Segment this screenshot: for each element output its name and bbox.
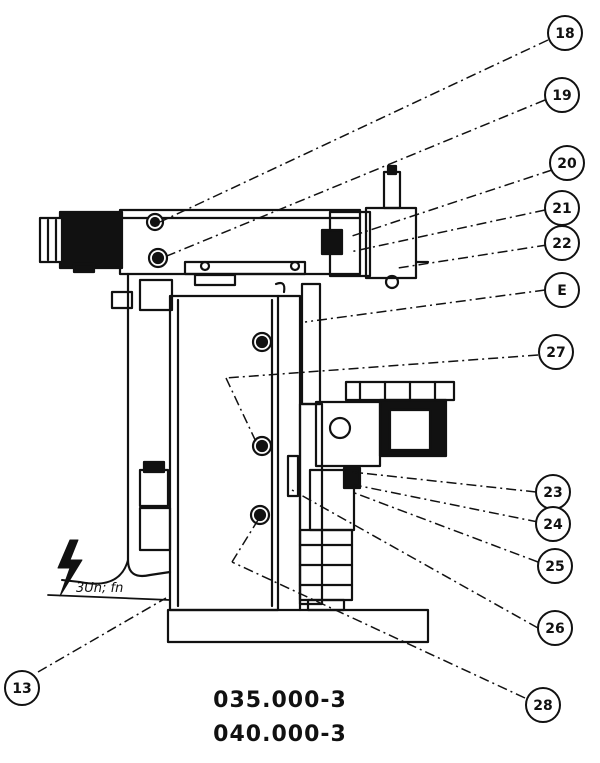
svg-text:19: 19 — [552, 88, 571, 104]
svg-text:28: 28 — [533, 698, 552, 714]
motor — [38, 210, 124, 274]
callout-21: 21 — [544, 190, 580, 226]
svg-text:26: 26 — [545, 621, 564, 637]
callout-22: 22 — [544, 225, 580, 261]
drawing-code-1: 035.000-3 — [213, 688, 347, 713]
callout-27: 27 — [538, 334, 574, 370]
svg-text:24: 24 — [543, 517, 563, 533]
callout-20: 20 — [549, 145, 585, 181]
svg-text:E: E — [557, 283, 567, 299]
callout-E: E — [544, 272, 580, 308]
drawing-code-2: 040.000-3 — [213, 722, 347, 747]
svg-text:13: 13 — [12, 681, 31, 697]
callout-18: 18 — [547, 15, 583, 51]
callout-25: 25 — [537, 548, 573, 584]
callout-23: 23 — [535, 474, 571, 510]
spindle-rail — [300, 282, 322, 406]
svg-text:23: 23 — [543, 485, 562, 501]
callout-19: 19 — [544, 77, 580, 113]
power-label: 3Un; fn — [76, 581, 123, 596]
leader-lines — [37, 39, 553, 699]
machine-column — [168, 294, 280, 612]
callout-24: 24 — [535, 506, 571, 542]
callout-28: 28 — [525, 687, 561, 723]
svg-text:21: 21 — [552, 201, 571, 217]
svg-text:27: 27 — [546, 345, 565, 361]
callout-13: 13 — [4, 670, 40, 706]
svg-text:25: 25 — [545, 559, 564, 575]
callouts: 18 19 20 21 22 E 27 23 — [4, 15, 585, 723]
callout-26: 26 — [537, 610, 573, 646]
svg-text:20: 20 — [557, 156, 577, 172]
svg-text:22: 22 — [552, 236, 571, 252]
machine-base — [166, 608, 430, 644]
lightning-icon — [57, 539, 83, 597]
svg-text:18: 18 — [555, 26, 574, 42]
